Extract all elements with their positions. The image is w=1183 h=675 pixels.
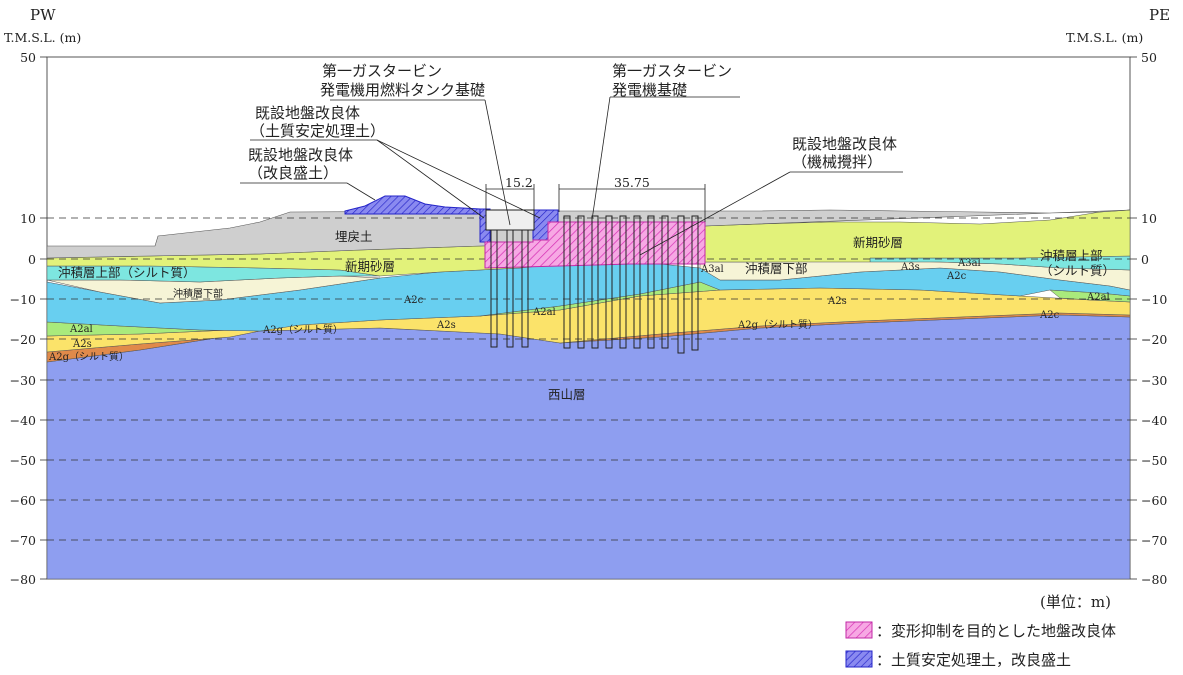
callout-stabilized-line2: （土質安定処理土） bbox=[250, 122, 385, 140]
tick-label: −10 bbox=[10, 292, 36, 307]
right-tick-labels: 50 10 0 −10 −20 −30 −40 −50 −60 −70 −80 bbox=[1141, 50, 1167, 587]
elevation-gridlines bbox=[47, 217, 1130, 541]
label-silt-upper-west: 沖積層上部（シルト質） bbox=[58, 265, 196, 280]
callout-stabilized-line1: 既設地盤改良体 bbox=[255, 104, 360, 122]
left-tick-labels: 50 10 0 −10 −20 −30 −40 −50 −60 −70 −80 bbox=[10, 50, 36, 587]
label-new-sand-west: 新期砂層 bbox=[345, 259, 395, 274]
dim-tank-width: 15.2 bbox=[505, 175, 533, 190]
label-a2al-3: A2al bbox=[1086, 292, 1110, 303]
callout-tank-foundation-line1: 第一ガスタービン bbox=[322, 62, 442, 80]
left-section-id: PW bbox=[30, 6, 56, 24]
tick-label: −50 bbox=[1141, 453, 1167, 468]
tick-label: 0 bbox=[1141, 252, 1149, 267]
tick-label: −30 bbox=[1141, 373, 1167, 388]
label-new-sand-east: 新期砂層 bbox=[853, 235, 903, 250]
callout-embankment-line2: （改良盛土） bbox=[248, 164, 338, 182]
callout-generator-line1: 第一ガスタービン bbox=[612, 62, 732, 80]
legend-pink-swatch bbox=[845, 621, 873, 639]
callout-mechanical-line1: 既設地盤改良体 bbox=[792, 135, 897, 153]
layer-nishiyama bbox=[46, 314, 1131, 580]
tick-label: −40 bbox=[1141, 413, 1167, 428]
label-a2g-2: A2g（シルト質） bbox=[262, 323, 343, 336]
label-a2s-1: A2s bbox=[72, 339, 92, 350]
label-silt-upper-east-1: 沖積層上部 bbox=[1040, 248, 1103, 263]
right-axis bbox=[1130, 56, 1137, 580]
label-lower-alluvial-west: 沖積層下部 bbox=[173, 287, 223, 300]
tick-label: 50 bbox=[1141, 50, 1157, 65]
label-lower-alluvial-east: 沖積層下部 bbox=[745, 261, 808, 276]
tick-label: −80 bbox=[10, 572, 36, 587]
right-section-id: PE bbox=[1149, 6, 1170, 24]
tick-label: 10 bbox=[20, 211, 36, 226]
label-a2al-1: A2al bbox=[69, 324, 93, 335]
label-a2s-3: A2s bbox=[827, 296, 847, 307]
tick-label: 10 bbox=[1141, 211, 1157, 226]
label-a2g-1: A2g（シルト質） bbox=[48, 350, 129, 363]
label-a3al-1: A3al bbox=[700, 264, 724, 275]
tick-label: 0 bbox=[28, 252, 36, 267]
pink-improvement-body bbox=[484, 221, 706, 269]
label-fill-soil: 埋戻土 bbox=[335, 229, 373, 244]
label-nishiyama: 西山層 bbox=[548, 387, 586, 402]
unit-note: (単位：m) bbox=[1040, 593, 1111, 611]
callout-mechanical-line2: （機械攪拌） bbox=[792, 153, 882, 171]
generator-piles bbox=[563, 215, 699, 354]
callout-tank-foundation-line2: 発電機用燃料タンク基礎 bbox=[320, 81, 485, 99]
dim-generator-width: 35.75 bbox=[614, 175, 650, 190]
label-a2c-1: A2c bbox=[403, 295, 424, 306]
label-a2al-2: A2al bbox=[532, 307, 556, 318]
dimension-lines bbox=[485, 184, 706, 222]
legend-blue-label: ：土質安定処理土，改良盛土 bbox=[876, 651, 1071, 669]
right-unit-label: T.M.S.L. (m) bbox=[1066, 30, 1143, 45]
tank-foundation bbox=[485, 209, 535, 231]
tick-label: −50 bbox=[10, 453, 36, 468]
improved-embankment-blue bbox=[344, 195, 481, 215]
tick-label: −60 bbox=[10, 493, 36, 508]
label-a3al-2: A3al bbox=[957, 258, 981, 269]
tick-label: −70 bbox=[10, 533, 36, 548]
tick-label: −30 bbox=[10, 373, 36, 388]
callout-embankment-line1: 既設地盤改良体 bbox=[248, 146, 353, 164]
legend-blue-swatch bbox=[845, 650, 873, 668]
label-a3s: A3s bbox=[900, 262, 920, 273]
label-a2c-3: A2c bbox=[1039, 310, 1060, 321]
label-silt-upper-east-2: （シルト質） bbox=[1040, 263, 1115, 278]
left-axis bbox=[40, 56, 47, 580]
callout-generator-line2: 発電機基礎 bbox=[612, 81, 687, 99]
label-a2s-2: A2s bbox=[436, 320, 456, 331]
left-unit-label: T.M.S.L. (m) bbox=[4, 30, 81, 45]
tick-label: −80 bbox=[1141, 572, 1167, 587]
leader-lines bbox=[240, 96, 903, 256]
tick-label: −70 bbox=[1141, 533, 1167, 548]
tick-label: −60 bbox=[1141, 493, 1167, 508]
tank-piles bbox=[490, 229, 529, 348]
label-a2c-2: A2c bbox=[946, 271, 967, 282]
tick-label: −40 bbox=[10, 413, 36, 428]
tick-label: 50 bbox=[20, 50, 36, 65]
tick-label: −20 bbox=[1141, 332, 1167, 347]
label-a2g-3: A2g（シルト質） bbox=[737, 318, 818, 331]
tick-label: −20 bbox=[10, 332, 36, 347]
legend-pink-label: ：変形抑制を目的とした地盤改良体 bbox=[876, 622, 1116, 640]
tick-label: −10 bbox=[1141, 292, 1167, 307]
